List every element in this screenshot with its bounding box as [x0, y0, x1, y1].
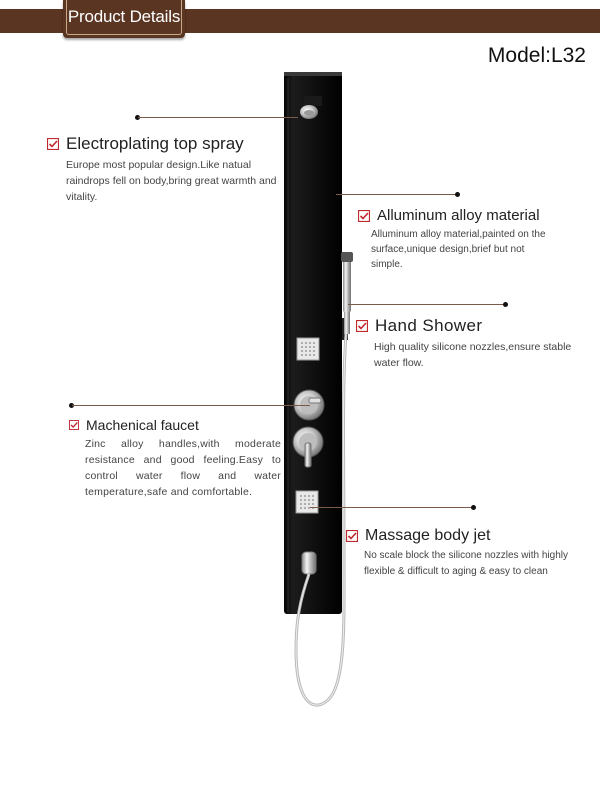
product-details-label: Product Details	[66, 0, 182, 35]
feature-title: Massage body jet	[365, 527, 491, 544]
leader-dot-body-jet	[471, 505, 476, 510]
feature-description: High quality silicone nozzles,ensure sta…	[374, 341, 572, 369]
model-label: Model:L32	[487, 44, 586, 67]
feature-description: Zinc alloy handles,with moderate resista…	[85, 438, 281, 498]
feature-title-row: Machenical faucet	[69, 417, 279, 433]
feature-massage-body-jet: Massage body jet No scale block the sili…	[346, 527, 596, 580]
checkbox-checked-icon	[346, 530, 358, 542]
leader-dot-alloy	[455, 192, 460, 197]
feature-title-row: Alluminum alloy material	[358, 207, 558, 224]
leader-line-alloy	[336, 194, 456, 195]
feature-title: Alluminum alloy material	[377, 207, 540, 224]
top-spray-nozzle	[300, 96, 322, 119]
feature-top-spray: Electroplating top spray Europe most pop…	[47, 134, 277, 205]
faucet-knob-lower	[292, 426, 324, 468]
feature-alloy-material: Alluminum alloy material Alluminum alloy…	[358, 207, 558, 272]
checkbox-checked-icon	[358, 209, 370, 222]
hose-outlet	[301, 551, 317, 575]
hand-shower	[341, 252, 353, 340]
leader-dot-top-spray	[135, 115, 140, 120]
checkbox-checked-icon	[69, 420, 79, 430]
feature-title-row: Massage body jet	[346, 527, 596, 545]
feature-title-row: Hand Shower	[356, 316, 586, 336]
feature-mechanical-faucet: Machenical faucet Zinc alloy handles,wit…	[69, 417, 281, 500]
leader-line-top-spray	[138, 117, 298, 118]
product-details-tab: Product Details	[63, 0, 185, 38]
feature-title: Machenical faucet	[86, 417, 199, 433]
body-jet-lower	[295, 490, 319, 514]
body-jet-upper	[296, 337, 320, 361]
feature-description: Alluminum alloy material,painted on the …	[371, 229, 546, 270]
feature-description: Europe most popular design.Like natual r…	[66, 159, 277, 203]
leader-dot-hand-shower	[503, 302, 508, 307]
checkbox-checked-icon	[47, 138, 59, 150]
leader-line-hand-shower	[348, 304, 506, 305]
feature-hand-shower: Hand Shower High quality silicone nozzle…	[356, 316, 586, 371]
leader-dot-faucet	[69, 403, 74, 408]
leader-line-faucet	[72, 405, 310, 406]
feature-title: Hand Shower	[375, 316, 483, 335]
checkbox-checked-icon	[356, 320, 368, 332]
feature-description: No scale block the silicone nozzles with…	[364, 550, 568, 577]
faucet-knob-upper	[293, 389, 325, 421]
feature-title-row: Electroplating top spray	[47, 134, 277, 154]
feature-title: Electroplating top spray	[66, 134, 244, 153]
leader-line-body-jet	[310, 507, 474, 508]
